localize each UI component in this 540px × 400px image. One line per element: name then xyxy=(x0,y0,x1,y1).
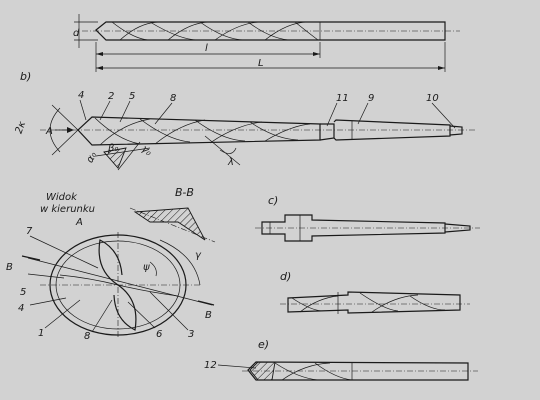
section-mark-psi: ψ xyxy=(143,262,150,273)
view-d-step-drill: d) xyxy=(280,270,470,314)
view-c-tool: c) xyxy=(255,194,480,242)
section-mark-gamma: γ xyxy=(195,250,202,261)
view-e-title: e) xyxy=(258,338,269,351)
label-4: 4 xyxy=(78,90,84,101)
view-a-twist-drill: d l L xyxy=(73,14,460,72)
section-label-3: 3 xyxy=(188,329,194,340)
dim-d-label: d xyxy=(73,28,80,39)
label-9: 9 xyxy=(368,93,374,104)
section-mark-B-left: B xyxy=(6,262,13,273)
label-5: 5 xyxy=(129,91,135,102)
label-2: 2 xyxy=(108,91,114,102)
dim-l-label: l xyxy=(205,43,208,54)
view-d-title: d) xyxy=(280,270,291,283)
caption-widok: Widok xyxy=(46,192,78,203)
section-title-bb: B-B xyxy=(175,186,194,199)
section-label-5: 5 xyxy=(20,287,26,298)
view-b-taper-shank-drill: b) 4 2 5 8 11 9 xyxy=(14,70,475,171)
view-b-title: b) xyxy=(20,70,31,83)
label-8: 8 xyxy=(170,93,176,104)
section-label-6: 6 xyxy=(156,329,162,340)
caption-w-kierunku: w kierunku xyxy=(40,204,95,215)
section-label-1: 1 xyxy=(38,328,44,339)
angle-A-mark: A xyxy=(45,126,53,137)
angle-beta: β₀ xyxy=(107,143,118,154)
angle-alpha: α₀ xyxy=(85,150,100,165)
view-c-title: c) xyxy=(268,194,278,207)
caption-A: A xyxy=(75,217,83,228)
section-label-7: 7 xyxy=(26,226,33,237)
section-label-8: 8 xyxy=(84,331,90,342)
label-10: 10 xyxy=(426,93,439,104)
section-mark-B-right: B xyxy=(205,310,212,321)
angle-lambda: λ xyxy=(227,157,234,168)
view-e-tipped-drill: e) 12 xyxy=(204,338,478,381)
dim-L-label: L xyxy=(258,58,264,69)
angle-gamma: γ₀ xyxy=(139,144,154,159)
view-end-section: Widok w kierunku A B-B 7 B 5 4 xyxy=(6,186,216,342)
angle-2kappa: 2κ xyxy=(14,120,29,135)
view-e-label-12: 12 xyxy=(204,360,217,371)
section-label-4: 4 xyxy=(18,303,24,314)
label-11: 11 xyxy=(336,93,349,104)
